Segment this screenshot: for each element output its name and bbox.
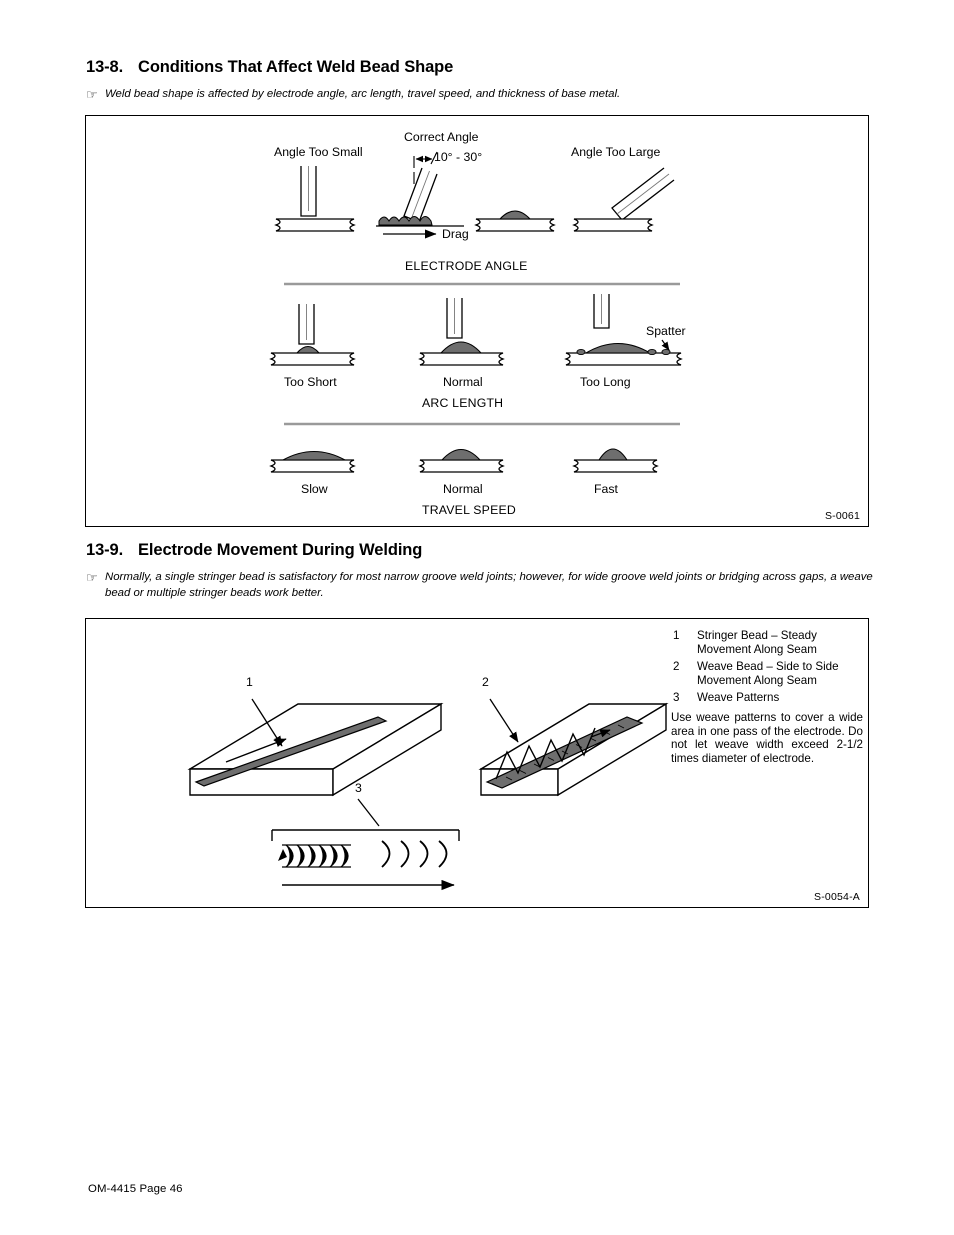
label-angle-range: 10° - 30°	[434, 150, 483, 164]
section-heading-13-8: 13-8. Conditions That Affect Weld Bead Sh…	[86, 58, 453, 77]
electrode-arc-short	[298, 304, 315, 345]
pointing-hand-icon: ☞	[86, 87, 98, 102]
spatter-droplets	[576, 348, 671, 356]
section-number: 13-9.	[86, 541, 124, 559]
callout-number-1: 1	[246, 675, 253, 689]
label-spatter: Spatter	[646, 324, 686, 338]
label-normal-arc: Normal	[443, 375, 483, 389]
workpiece-plate-arc-long	[564, 343, 683, 366]
spatter-leader	[661, 339, 670, 351]
electrode-angled-correct	[403, 167, 438, 223]
section-heading-13-9: 13-9. Electrode Movement During Welding	[86, 541, 422, 560]
label-correct-angle: Correct Angle	[404, 130, 479, 144]
section-title: Electrode Movement During Welding	[138, 541, 423, 559]
figure-weld-bead-conditions: Angle Too Small Correct Angle 10° - 30° …	[85, 115, 869, 527]
section-title: Conditions That Affect Weld Bead Shape	[138, 58, 454, 76]
angle-dimension	[413, 151, 438, 184]
legend-index: 1	[673, 629, 680, 642]
workpiece-plate-fast	[572, 448, 659, 473]
electrode-arc-long	[593, 294, 610, 329]
page-footer: OM-4415 Page 46	[88, 1183, 183, 1195]
legend-index: 3	[673, 691, 680, 705]
electrode-vertical	[300, 166, 317, 217]
workpiece-plate-normal-speed	[418, 448, 505, 473]
label-angle-too-large: Angle Too Large	[571, 145, 661, 159]
callout-number-3: 3	[355, 781, 362, 795]
weave-patterns-diagram	[271, 798, 460, 891]
workpiece-plate-3	[572, 218, 654, 232]
note-text: Normally, a single stringer bead is sati…	[105, 571, 873, 599]
caption-arc-length: ARC LENGTH	[422, 396, 504, 410]
label-too-short: Too Short	[284, 375, 337, 389]
callout-number-2: 2	[482, 675, 489, 689]
weld-bead-trail	[376, 216, 464, 239]
figure-legend: 1 Stringer Bead – Steady Movement Along …	[671, 629, 868, 765]
callout-leader-1	[251, 698, 283, 747]
label-drag: Drag	[442, 227, 469, 241]
weave-start-arrow	[278, 849, 287, 861]
legend-label: Stringer Bead – Steady Movement Along Se…	[697, 629, 817, 656]
figure2-artwork	[187, 698, 669, 891]
label-angle-too-small: Angle Too Small	[274, 145, 363, 159]
workpiece-plate-arc-short	[269, 345, 356, 366]
section-note-13-8: ☞ Weld bead shape is affected by electro…	[86, 87, 876, 103]
workpiece-plate-arc-normal	[418, 341, 505, 366]
electrode-arc-normal	[446, 298, 463, 339]
workpiece-plate-slow	[269, 451, 356, 473]
figure1-artwork	[269, 151, 683, 473]
plate-stringer-bead	[187, 702, 444, 797]
workpiece-plate-2	[474, 210, 556, 232]
legend-index: 2	[673, 660, 680, 674]
figure-reference-2: S-0054-A	[814, 891, 860, 903]
section-note-13-9: ☞ Normally, a single stringer bead is sa…	[86, 570, 876, 601]
figure-reference-1: S-0061	[824, 510, 860, 522]
legend-label: Weave Patterns	[697, 691, 780, 705]
label-too-long: Too Long	[580, 375, 631, 389]
caption-travel-speed: TRAVEL SPEED	[422, 503, 516, 517]
legend-item-1: 1 Stringer Bead – Steady Movement Along …	[671, 629, 868, 656]
figure-electrode-movement: 1 2 3 1 Stringer Bead – Steady Movement …	[85, 618, 869, 908]
crescent-pattern-right	[381, 840, 448, 868]
legend-paragraph: Use weave patterns to cover a wide area …	[671, 710, 863, 765]
pointing-hand-icon: ☞	[86, 570, 98, 585]
label-normal-speed: Normal	[443, 482, 483, 496]
callout-leader-2	[489, 698, 519, 743]
legend-item-3: 3 Weave Patterns	[671, 691, 868, 705]
label-slow: Slow	[301, 482, 328, 496]
note-text: Weld bead shape is affected by electrode…	[105, 88, 621, 100]
legend-label: Weave Bead – Side to Side Movement Along…	[697, 660, 839, 687]
caption-electrode-angle: ELECTRODE ANGLE	[405, 259, 528, 273]
crescent-outlines-left	[285, 844, 349, 868]
plate-weave-bead	[478, 702, 669, 797]
electrode-angled-large	[611, 167, 675, 221]
legend-item-2: 2 Weave Bead – Side to Side Movement Alo…	[671, 660, 868, 687]
crescent-pattern-left	[286, 845, 348, 867]
label-fast: Fast	[594, 482, 618, 496]
section-number: 13-8.	[86, 58, 124, 76]
workpiece-plate-1	[274, 218, 356, 232]
